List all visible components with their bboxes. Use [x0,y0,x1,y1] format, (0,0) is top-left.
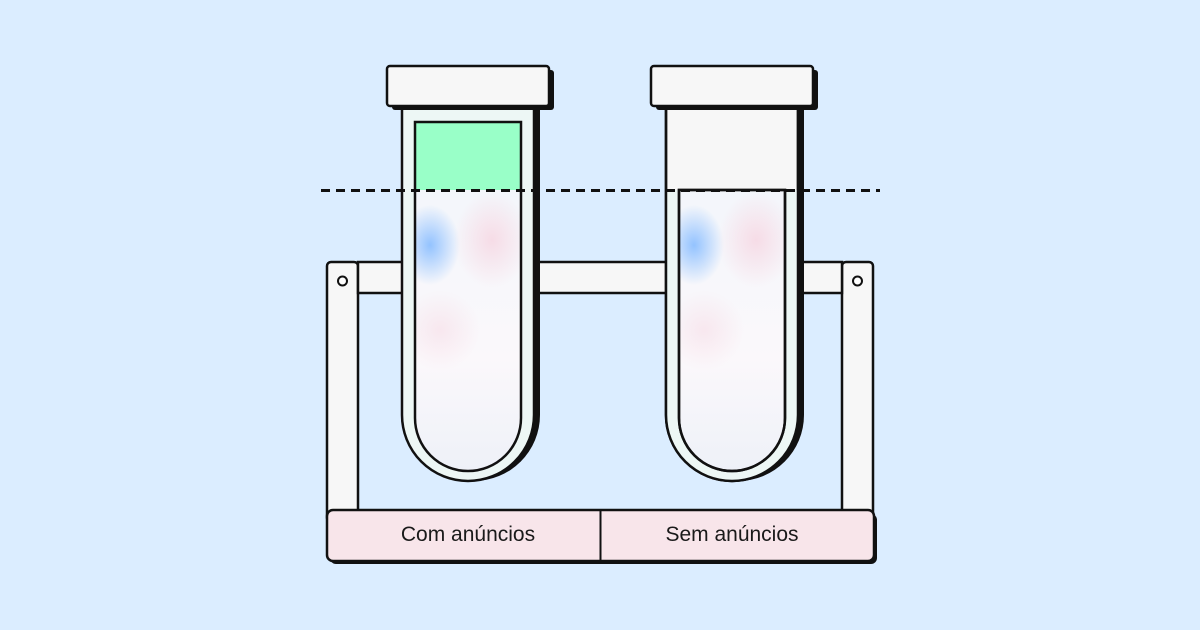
rack-right-post [840,260,875,524]
tube-cap [649,64,815,108]
label-without-ads: Sem anúncios [665,523,798,546]
label-with-ads: Com anúncios [401,523,535,546]
label-base: Com anúncios Sem anúncios [325,508,877,564]
rack-left-post [325,260,360,524]
tube-with-ads [385,64,554,483]
tube-without-ads [649,64,818,483]
rack-right-screw [852,275,863,287]
extra-performance-fill [415,122,521,190]
tube-cap [385,64,551,108]
rack-left-screw [337,275,348,287]
